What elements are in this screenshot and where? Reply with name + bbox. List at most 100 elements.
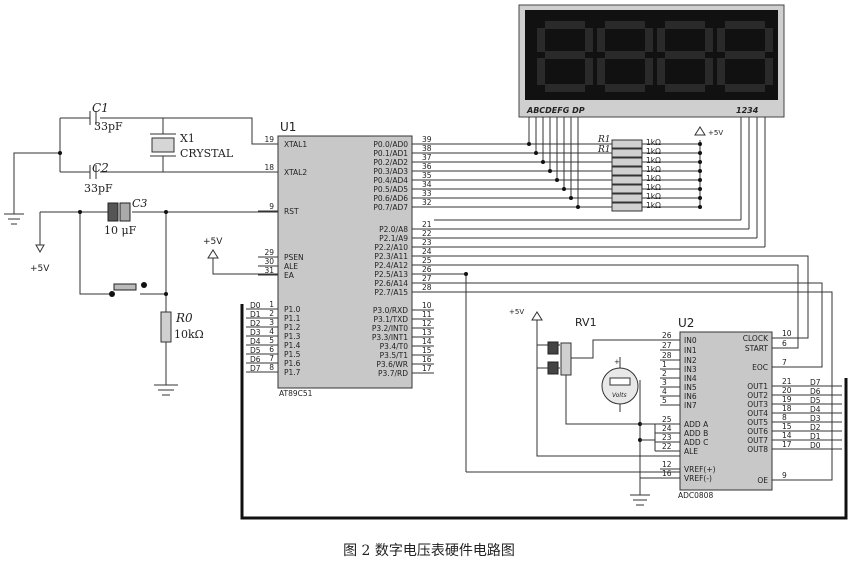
u1-pin-name: P3.4/T0 [380,342,409,351]
u1-pin-num: 7 [269,354,274,363]
u1-pin-num: 18 [264,163,274,172]
u1-pin-num: 8 [269,363,274,372]
u1-pin-name: P3.2/INT0 [372,324,408,333]
rn-resistor [611,166,643,176]
junction-dots [464,142,702,276]
u1-pin-name: P2.7/A15 [374,288,408,297]
rn-resistor [611,175,643,185]
u1-pin-name: P0.4/AD4 [373,176,408,185]
u1-pin-num: 33 [422,189,432,198]
u1-pin-num: 11 [422,310,432,319]
u1-pin-num: 15 [422,346,432,355]
u2-pin-net: D2 [810,423,821,432]
u2-pin-num: 25 [662,415,672,424]
u1-pin-num: 3 [269,318,274,327]
rn-resistor [611,148,643,158]
u2-pin-name: IN5 [684,383,697,392]
p0-bus-wires [434,143,612,208]
u1-pin-name: P3.3/INT1 [372,333,408,342]
u2-pin-name: ADD C [684,438,708,447]
bus-entries-u1 [246,308,278,373]
u2-pin-num: 5 [662,396,667,405]
rn-ref-2: R1 [597,145,611,155]
u2-pin-name: OUT5 [747,418,768,427]
u1-pin-num: 35 [422,171,432,180]
u1-pin-num: 6 [269,345,274,354]
c2-value: 33pF [84,182,113,195]
u1-pin-name: P2.5/A13 [374,270,408,279]
meter-unit: Volts [612,392,627,399]
u2-pin-num: 27 [662,341,672,350]
reset-button-icon [113,283,137,291]
u1-pin-name: P0.3/AD3 [373,167,408,176]
u1-pin-name: XTAL1 [284,140,307,149]
u2-pin-name: IN0 [684,336,697,345]
data-bus [240,304,848,520]
rn-vcc-label: +5V [708,129,723,137]
u2-pin-name: IN2 [684,356,697,365]
u2-pin-name: IN6 [684,392,697,401]
u1-pin-name: P2.6/A14 [374,279,408,288]
rn-value: 1kΩ [646,174,661,183]
rn-value: 1kΩ [646,201,661,210]
display-digits-icon [537,21,773,92]
u1-pin-num: 5 [269,336,274,345]
u1-pin-num: 38 [422,144,432,153]
u1-pin-net: D6 [250,355,261,364]
u1-pin-name: P0.5/AD5 [373,185,408,194]
voltmeter: Volts + [601,357,639,412]
u1-pin-name: P3.7/RD [378,369,408,378]
u1-pin-num: 9 [269,202,274,211]
u2-pin-num: 19 [782,395,792,404]
x1-ref: X1 [180,132,195,145]
u2-pin-name: OUT6 [747,427,768,436]
u2-pin-num: 26 [662,331,672,340]
u2-ref: U2 [678,316,694,330]
u1-pin-name: P1.5 [284,350,301,359]
u1-pin-num: 34 [422,180,432,189]
u2-pin-net: D3 [810,414,821,423]
meter-plus-icon: + [614,358,620,366]
u2-pin-name: START [745,344,769,353]
rn-resistor [611,184,643,194]
u2-body [679,331,773,491]
u2-pin-num: 15 [782,422,792,431]
rn-resistor [611,202,643,212]
reset-vcc-label: +5V [30,264,50,274]
u1-pin-net: D2 [250,319,261,328]
u1-pin-name: P1.4 [284,341,301,350]
u1-pin-num: 10 [422,301,432,310]
u2-pin-net: D7 [810,378,821,387]
u2-pin-num: 7 [782,358,787,367]
rn-resistor [611,139,643,149]
oscillator-circuit: C1 33pF X1 CRYSTAL C2 33pF [4,101,278,225]
u1-pin-num: 21 [422,220,432,229]
u2-pin-num: 8 [782,413,787,422]
u1-pin-name: P3.5/T1 [380,351,409,360]
u1-pin-num: 36 [422,162,432,171]
u1-pin-name: EA [284,271,295,280]
u1-pin-num: 17 [422,364,432,373]
u1-pin-name: P2.3/A11 [374,252,408,261]
u2-pin-name: OUT2 [747,391,768,400]
potentiometer-rv1: +5V RV1 [509,308,680,506]
u2-pin-name: OUT7 [747,436,768,445]
u2-part: ADC0808 [678,491,713,500]
u1-pin-name: P1.6 [284,359,301,368]
u1-pin-name: P1.7 [284,368,301,377]
x1-value: CRYSTAL [180,147,234,160]
u2-pin-num: 14 [782,431,792,440]
u1-pin-name: P0.6/AD6 [373,194,408,203]
u2-pin-name: IN3 [684,365,697,374]
u1-pin-num: 1 [269,300,274,309]
u1-pin-name: P2.0/A8 [379,225,408,234]
u1-pin-num: 28 [422,283,432,292]
u1-pin-net: D3 [250,328,261,337]
u2-pin-net: D5 [810,396,821,405]
u2-pin-num: 10 [782,329,792,338]
seven-segment-display: ABCDEFG DP 1234 [518,4,785,118]
u2-pin-num: 24 [662,424,672,433]
u2-pin-num: 2 [662,369,667,378]
rv1-ref: RV1 [575,316,597,329]
